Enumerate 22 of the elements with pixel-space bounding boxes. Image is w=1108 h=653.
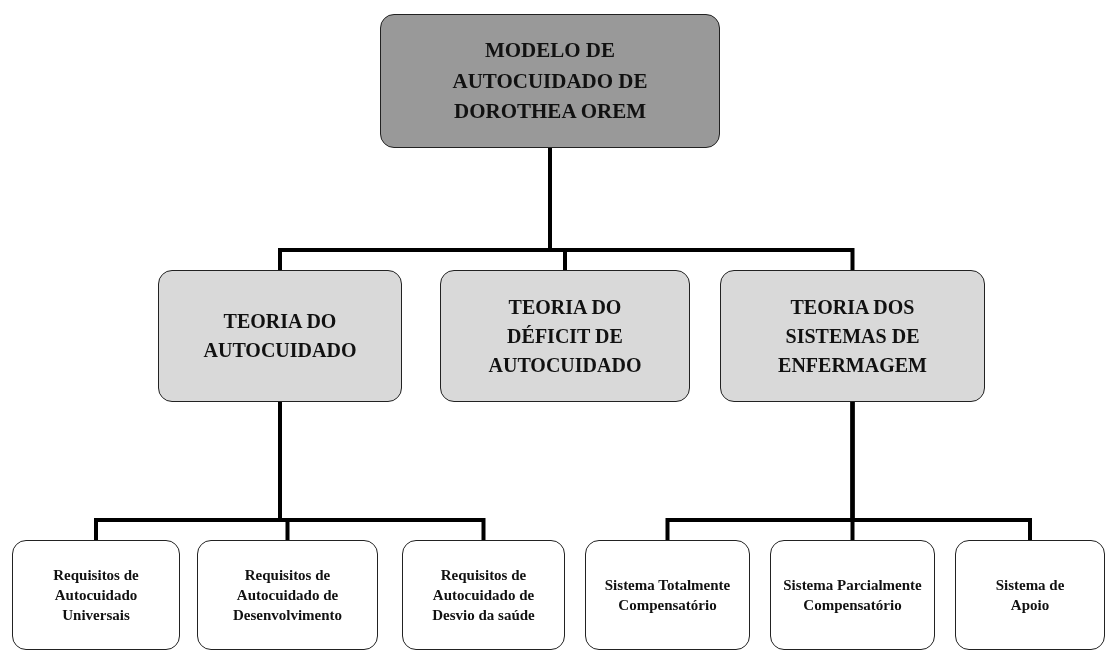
box xyxy=(197,540,378,650)
box-label: Sistema Totalmente Compensatório xyxy=(603,575,732,615)
box-label: Sistema Parcialmente Compensatório xyxy=(782,575,923,615)
box xyxy=(158,270,402,402)
box xyxy=(585,540,750,650)
box-label: TEORIA DOS SISTEMAS DE ENFERMAGEM xyxy=(777,294,928,378)
box-label: Requisitos de Autocuidado de Desenvolvimento xyxy=(231,565,344,626)
box-label: TEORIA DO AUTOCUIDADO xyxy=(202,309,358,363)
box xyxy=(720,270,985,402)
box-label: Requisitos de Autocuidado de Desvio da saúde xyxy=(431,565,536,626)
box xyxy=(402,540,565,650)
box-label: Sistema de Apoio xyxy=(994,575,1066,615)
box-label: Requisitos de Autocuidado Universais xyxy=(52,565,140,626)
box xyxy=(440,270,690,402)
box xyxy=(955,540,1105,650)
box xyxy=(12,540,180,650)
box-label: MODELO DE AUTOCUIDADO DE DOROTHEA OREM xyxy=(451,37,649,126)
box-label: TEORIA DO DÉFICIT DE AUTOCUIDADO xyxy=(487,294,643,378)
connector-line xyxy=(548,148,855,270)
connector-line xyxy=(850,402,1032,540)
box xyxy=(380,14,720,148)
box xyxy=(770,540,935,650)
